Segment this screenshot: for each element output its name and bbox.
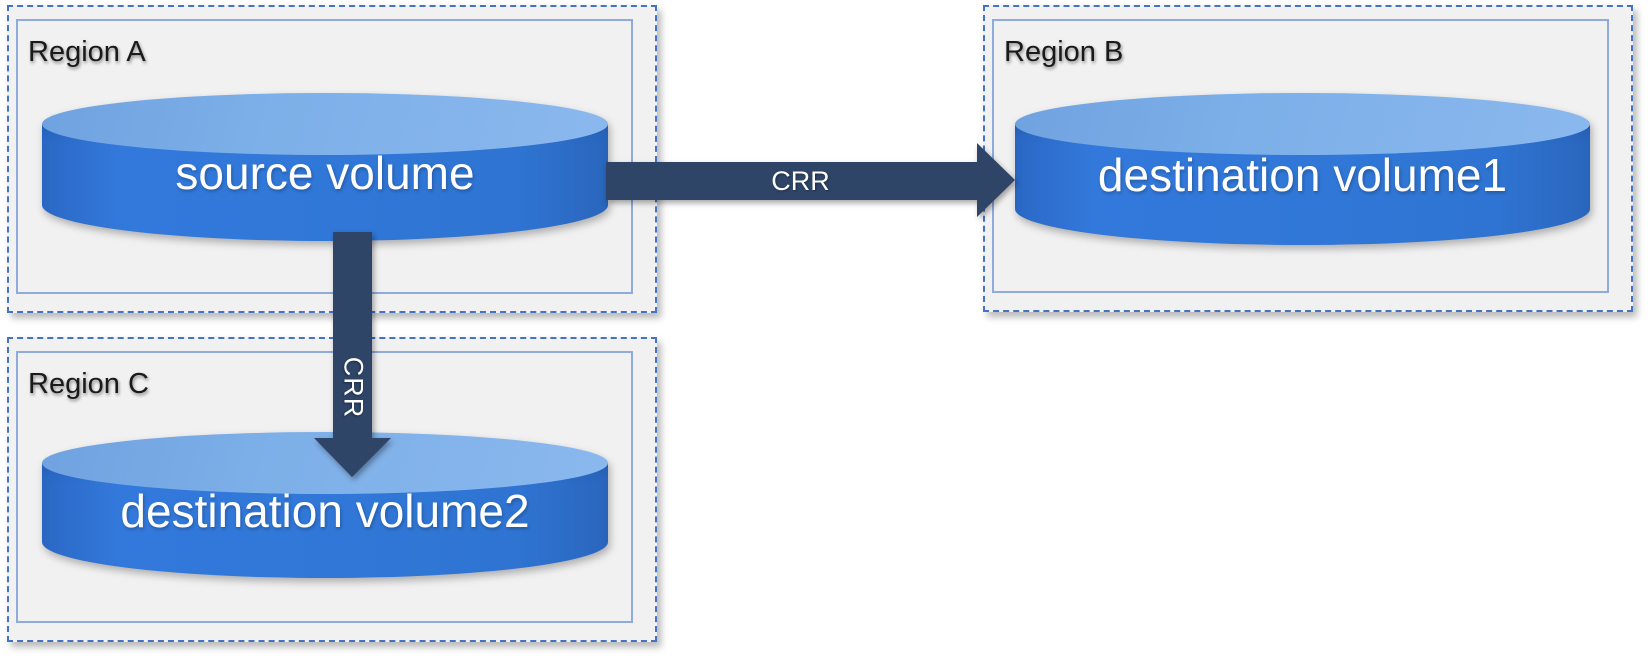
cylinder-top-ellipse (42, 93, 608, 155)
arrow-shaft (333, 232, 372, 438)
region-b-label: Region B (1004, 36, 1124, 68)
crr-arrow-right: CRR (606, 143, 1015, 217)
destination-volume1-cylinder: destination volume1 (1015, 93, 1590, 245)
arrowhead-down-icon (314, 438, 391, 477)
source-volume-cylinder: source volume (42, 93, 608, 241)
region-a-inner-border (16, 19, 633, 294)
crr-arrow-down: CRR (314, 232, 391, 477)
destination-volume2-cylinder: destination volume2 (42, 432, 608, 578)
source-volume-label: source volume (175, 146, 475, 199)
arrowhead-right-icon (977, 143, 1015, 217)
crr-arrow-right-label: CRR (771, 165, 830, 196)
region-c-inner-border (16, 351, 633, 623)
destination-volume2-label: destination volume2 (120, 484, 530, 537)
destination-volume1-label: destination volume1 (1097, 148, 1508, 201)
region-a-label: Region A (28, 36, 146, 68)
region-c-label: Region C (28, 368, 149, 400)
cylinder-top-ellipse (1015, 93, 1590, 155)
crr-arrow-down-label: CRR (338, 356, 368, 418)
arrow-shaft (606, 162, 977, 200)
